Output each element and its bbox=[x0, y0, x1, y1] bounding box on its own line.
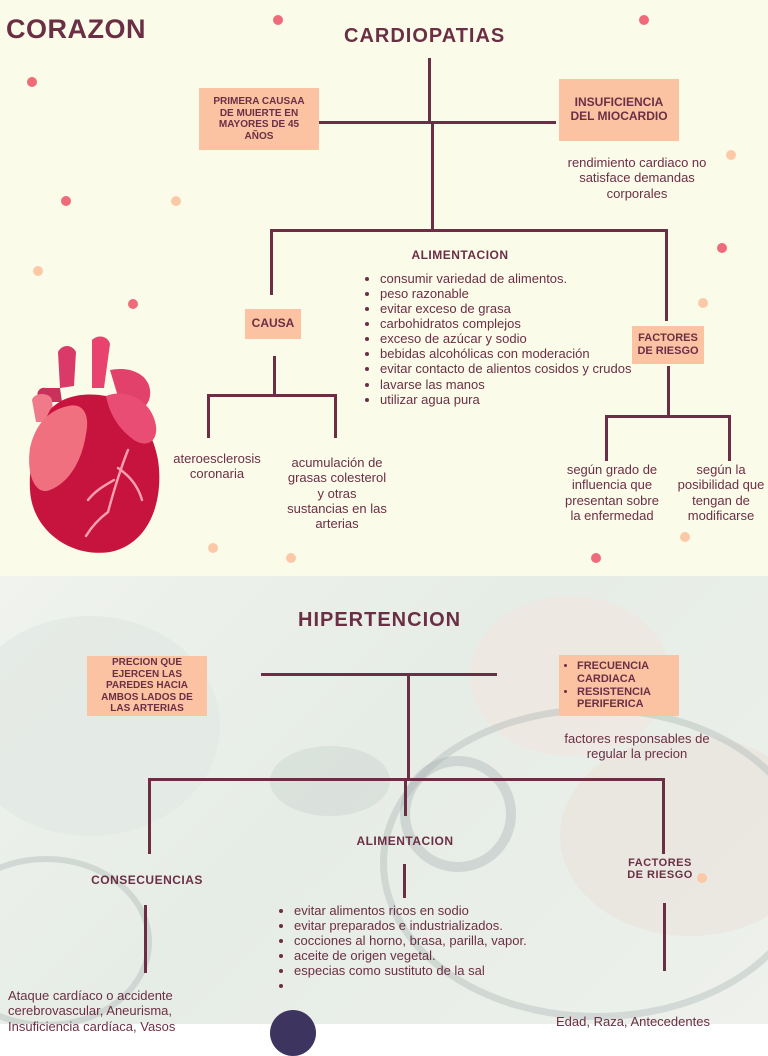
alimentacion-list-bottom: evitar alimentos ricos en sodioevitar pr… bbox=[276, 903, 566, 993]
connector-line bbox=[663, 903, 666, 971]
list-item: consumir variedad de alimentos. bbox=[380, 271, 640, 286]
decor-dot bbox=[680, 532, 690, 542]
background-photo-shape bbox=[0, 856, 152, 1024]
list-item bbox=[294, 978, 566, 993]
list-item: evitar contacto de alientos cosidos y cr… bbox=[380, 361, 640, 376]
connector-line bbox=[605, 415, 731, 418]
connector-line bbox=[665, 229, 668, 321]
list-item: evitar preparados e industrializados. bbox=[294, 918, 566, 933]
main-title: CORAZON bbox=[6, 14, 146, 44]
connector-line bbox=[407, 673, 410, 779]
decor-dot bbox=[286, 553, 296, 563]
connector-line bbox=[318, 121, 556, 124]
decor-dot bbox=[717, 243, 727, 253]
decor-dot bbox=[128, 299, 138, 309]
hipertension-title: HIPERTENCION bbox=[298, 609, 462, 631]
list-item: exceso de azúcar y sodio bbox=[380, 331, 640, 346]
decor-dot bbox=[726, 150, 736, 160]
list-item: bebidas alcohólicas con moderación bbox=[380, 346, 640, 361]
list-item: evitar exceso de grasa bbox=[380, 301, 640, 316]
connector-line bbox=[207, 394, 210, 438]
factores-modificarse: según la posibilidad que tengan de modif… bbox=[677, 462, 765, 523]
connector-line bbox=[728, 415, 731, 461]
list-item: peso razonable bbox=[380, 286, 640, 301]
list-item: evitar alimentos ricos en sodio bbox=[294, 903, 566, 918]
hipertension-panel bbox=[0, 576, 768, 1024]
causa-ateroesclerosis: ateroesclerosis coronaria bbox=[173, 451, 261, 482]
decor-dot bbox=[591, 553, 601, 563]
list-item: FRECUENCIA CARDIACA bbox=[577, 660, 679, 685]
connector-line bbox=[403, 864, 406, 898]
decor-dot bbox=[698, 298, 708, 308]
decor-dot bbox=[273, 15, 283, 25]
primera-causa-box: PRIMERA CAUSAA DE MUIERTE EN MAYORES DE … bbox=[199, 88, 319, 150]
consecuencias-label: CONSECUENCIAS bbox=[91, 873, 203, 887]
factores-riesgo-text: Edad, Raza, Antecedentes bbox=[556, 1014, 710, 1029]
decor-dot bbox=[61, 196, 71, 206]
decor-dot bbox=[33, 266, 43, 276]
list-item: especias como sustituto de la sal bbox=[294, 963, 566, 978]
connector-line bbox=[667, 366, 670, 416]
background-photo-shape bbox=[270, 746, 390, 816]
list-item: carbohidratos complejos bbox=[380, 316, 640, 331]
causa-box: CAUSA bbox=[245, 309, 301, 339]
connector-line bbox=[261, 673, 497, 676]
connector-line bbox=[428, 58, 431, 122]
factores-reguladores-description: factores responsables de regular la prec… bbox=[564, 731, 710, 762]
factores-reguladores-box: FRECUENCIA CARDIACARESISTENCIA PERIFERIC… bbox=[559, 655, 679, 716]
connector-line bbox=[431, 124, 434, 230]
insuficiencia-description: rendimiento cardiaco no satisface demand… bbox=[567, 155, 707, 201]
decor-dot bbox=[639, 15, 649, 25]
list-item: RESISTENCIA PERIFERICA bbox=[577, 686, 679, 711]
list-item: aceite de origen vegetal. bbox=[294, 948, 566, 963]
factores-influencia: según grado de influencia que presentan … bbox=[565, 462, 659, 523]
connector-line bbox=[207, 394, 337, 397]
factores-riesgo-box: FACTORES DE RIESGO bbox=[632, 326, 704, 364]
consecuencias-text: Ataque cardíaco o accidente cerebrovascu… bbox=[8, 988, 176, 1034]
connector-line bbox=[148, 778, 151, 854]
factores-riesgo-label-bottom: FACTORES DE RIESGO bbox=[627, 857, 693, 881]
connector-line bbox=[404, 778, 407, 816]
decor-dot bbox=[270, 1010, 316, 1056]
background-photo-shape bbox=[0, 616, 220, 836]
precion-definicion-box: PRECION QUE EJERCEN LAS PAREDES HACIA AM… bbox=[87, 656, 207, 716]
list-item: utilizar agua pura bbox=[380, 392, 640, 407]
list-item: lavarse las manos bbox=[380, 377, 640, 392]
insuficiencia-box: INSUFICIENCIA DEL MIOCARDIO bbox=[559, 79, 679, 141]
causa-acumulacion: acumulación de grasas colesterol y otras… bbox=[287, 455, 387, 532]
connector-line bbox=[662, 778, 665, 854]
alimentacion-list: consumir variedad de alimentos.peso razo… bbox=[362, 271, 640, 407]
connector-line bbox=[144, 905, 147, 973]
decor-dot bbox=[697, 873, 707, 883]
connector-line bbox=[273, 356, 276, 394]
alimentacion-label: ALIMENTACION bbox=[411, 248, 509, 262]
factores-reguladores-list: FRECUENCIA CARDIACARESISTENCIA PERIFERIC… bbox=[559, 660, 679, 711]
connector-line bbox=[270, 229, 668, 232]
alimentacion-label-bottom: ALIMENTACION bbox=[356, 834, 454, 848]
decor-dot bbox=[27, 77, 37, 87]
cardiopatias-title: CARDIOPATIAS bbox=[344, 25, 506, 47]
decor-dot bbox=[208, 543, 218, 553]
connector-line bbox=[605, 415, 608, 461]
connector-line bbox=[334, 394, 337, 438]
connector-line bbox=[270, 229, 273, 295]
heart-icon bbox=[29, 336, 160, 553]
list-item: cocciones al horno, brasa, parilla, vapo… bbox=[294, 933, 566, 948]
decor-dot bbox=[171, 196, 181, 206]
